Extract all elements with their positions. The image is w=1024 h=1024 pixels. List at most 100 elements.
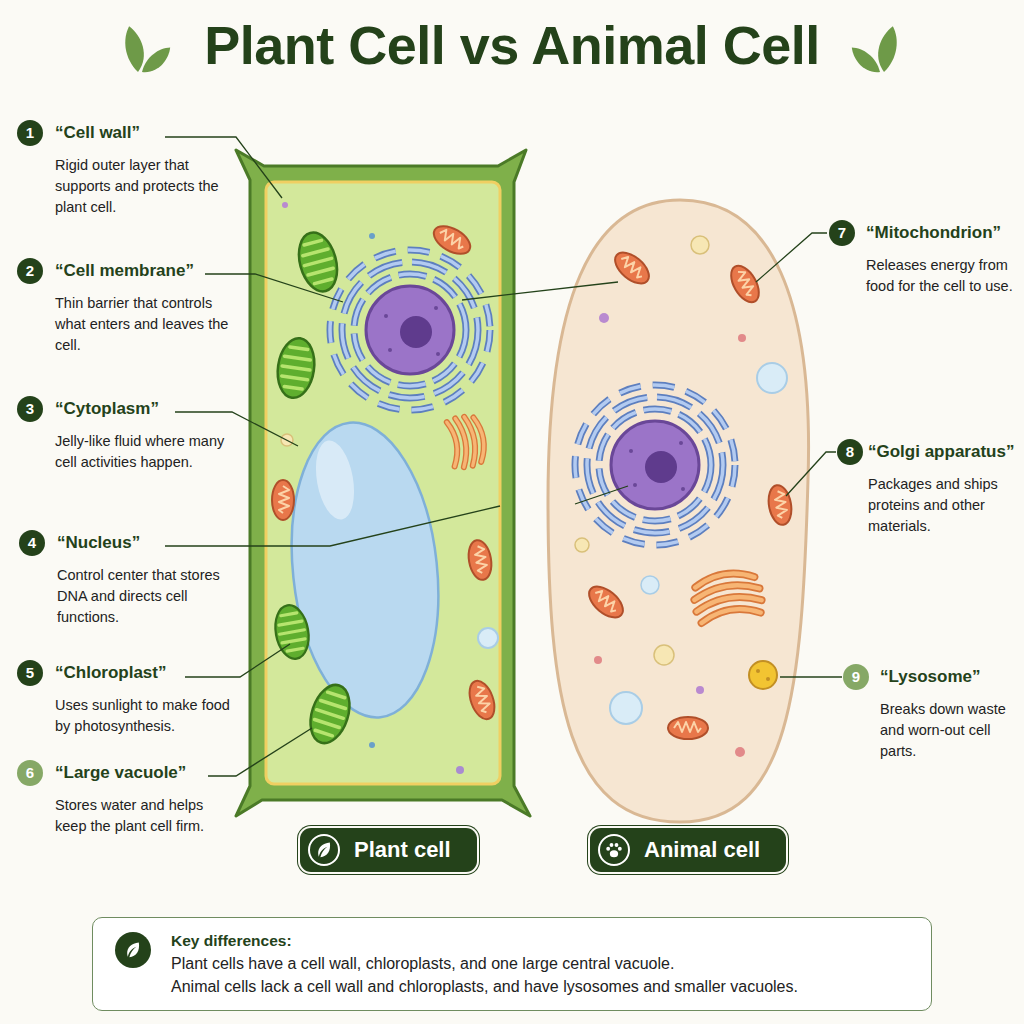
plant-nucleus	[330, 250, 490, 410]
badge-icon	[308, 834, 340, 866]
callout-number: 1	[17, 120, 43, 146]
part-description: Control center that stores DNA and direc…	[57, 565, 232, 628]
vesicle	[691, 236, 709, 254]
cell-type-badge: Animal cell	[590, 828, 786, 872]
cell-membrane	[266, 182, 500, 784]
leader-line	[165, 506, 500, 546]
vesicle	[654, 645, 674, 665]
part-description: Breaks down waste and worn-out cell part…	[880, 699, 1015, 762]
leader-line	[208, 728, 312, 776]
dot	[282, 202, 288, 208]
leader-lines	[165, 137, 842, 776]
leaf-icon	[314, 840, 334, 860]
dot	[696, 686, 704, 694]
plant-cell	[236, 150, 530, 816]
diagram-title: Plant Cell vs Animal Cell	[0, 14, 1024, 76]
leaf	[139, 47, 174, 73]
leaf-shape	[127, 943, 139, 958]
badge-icon	[598, 834, 630, 866]
animal-membrane	[548, 200, 809, 822]
callout-number: 4	[19, 530, 45, 556]
paw-icon	[604, 840, 624, 860]
vesicle	[575, 538, 589, 552]
mitochondrion	[610, 247, 655, 290]
dot	[599, 313, 609, 323]
large-vacuole	[278, 415, 452, 724]
leaf	[848, 47, 883, 73]
part-name: “Large vacuole”	[55, 762, 186, 784]
part-name: “Golgi apparatus”	[868, 441, 1014, 463]
leader-line	[462, 282, 618, 300]
golgi-apparatus	[691, 569, 764, 624]
dot	[594, 656, 602, 664]
callout-number: 6	[17, 760, 43, 786]
chloroplast	[274, 336, 318, 400]
paw-toe	[618, 847, 622, 851]
part-description: Uses sunlight to make food by photosynth…	[55, 695, 230, 737]
part-description: Thin barrier that controls what enters a…	[55, 293, 230, 356]
badge-label: Animal cell	[644, 835, 760, 865]
vesicle	[641, 576, 659, 594]
dot	[456, 766, 464, 774]
dot	[738, 334, 746, 342]
lysosome-dot	[756, 669, 760, 673]
part-name: “Nucleus”	[57, 532, 140, 554]
animal-cell	[548, 200, 809, 822]
dot	[369, 742, 375, 748]
part-description: Rigid outer layer that supports and prot…	[55, 155, 230, 218]
mitochondrion	[466, 538, 495, 581]
callout-number: 9	[843, 664, 869, 690]
callout-number: 7	[829, 220, 855, 246]
box-text: Plant cells have a cell wall, chloroplas…	[171, 952, 911, 975]
paw-toe	[615, 843, 619, 847]
animal-nucleus	[575, 385, 735, 545]
dot	[735, 747, 745, 757]
leader-line	[185, 644, 290, 677]
part-description: Jelly-like fluid where many cell activit…	[55, 431, 230, 473]
part-name: “Mitochondrion”	[866, 222, 1001, 244]
paw-toe	[610, 843, 614, 847]
part-name: “Cytoplasm”	[55, 398, 159, 420]
mitochondrion	[465, 677, 499, 722]
callout-number: 8	[837, 439, 863, 465]
callout-number: 2	[17, 258, 43, 284]
part-description: Stores water and helps keep the plant ce…	[55, 795, 230, 837]
cell-type-badge: Plant cell	[300, 828, 477, 872]
part-description: Releases energy from food for the cell t…	[866, 255, 1016, 297]
box-text: Animal cells lack a cell wall and chloro…	[171, 975, 911, 998]
part-name: “Cell wall”	[55, 122, 140, 144]
mitochondrion	[766, 483, 795, 526]
vesicle	[610, 692, 642, 724]
cell-wall	[236, 150, 530, 816]
badge-label: Plant cell	[354, 835, 451, 865]
vacuole-highlight	[310, 437, 359, 522]
paw-pad	[610, 850, 618, 857]
mitochondrion	[725, 261, 764, 307]
part-name: “Lysosome”	[880, 666, 980, 688]
leaf-shape	[318, 843, 330, 858]
mitochondrion	[272, 480, 294, 520]
part-description: Packages and ships proteins and other ma…	[868, 474, 1014, 537]
chloroplast	[304, 680, 357, 748]
callout-number: 3	[17, 396, 43, 422]
vesicle	[757, 363, 787, 393]
leader-line	[575, 486, 628, 504]
leader-line	[780, 676, 842, 677]
vesicle	[478, 628, 498, 648]
paw-toe	[606, 847, 610, 851]
leader-line	[205, 274, 343, 302]
mitochondrion	[584, 581, 629, 624]
part-name: “Chloroplast”	[55, 662, 166, 684]
mitochondrion	[429, 220, 475, 259]
leader-line	[786, 452, 836, 496]
box-heading: Key differences:	[171, 930, 911, 952]
golgi-apparatus	[446, 414, 487, 468]
mitochondrion	[668, 717, 708, 739]
key-differences-box: Key differences:Plant cells have a cell …	[92, 917, 932, 1011]
leader-line	[756, 233, 827, 282]
part-name: “Cell membrane”	[55, 260, 194, 282]
callout-number: 5	[17, 660, 43, 686]
dot	[369, 233, 375, 239]
